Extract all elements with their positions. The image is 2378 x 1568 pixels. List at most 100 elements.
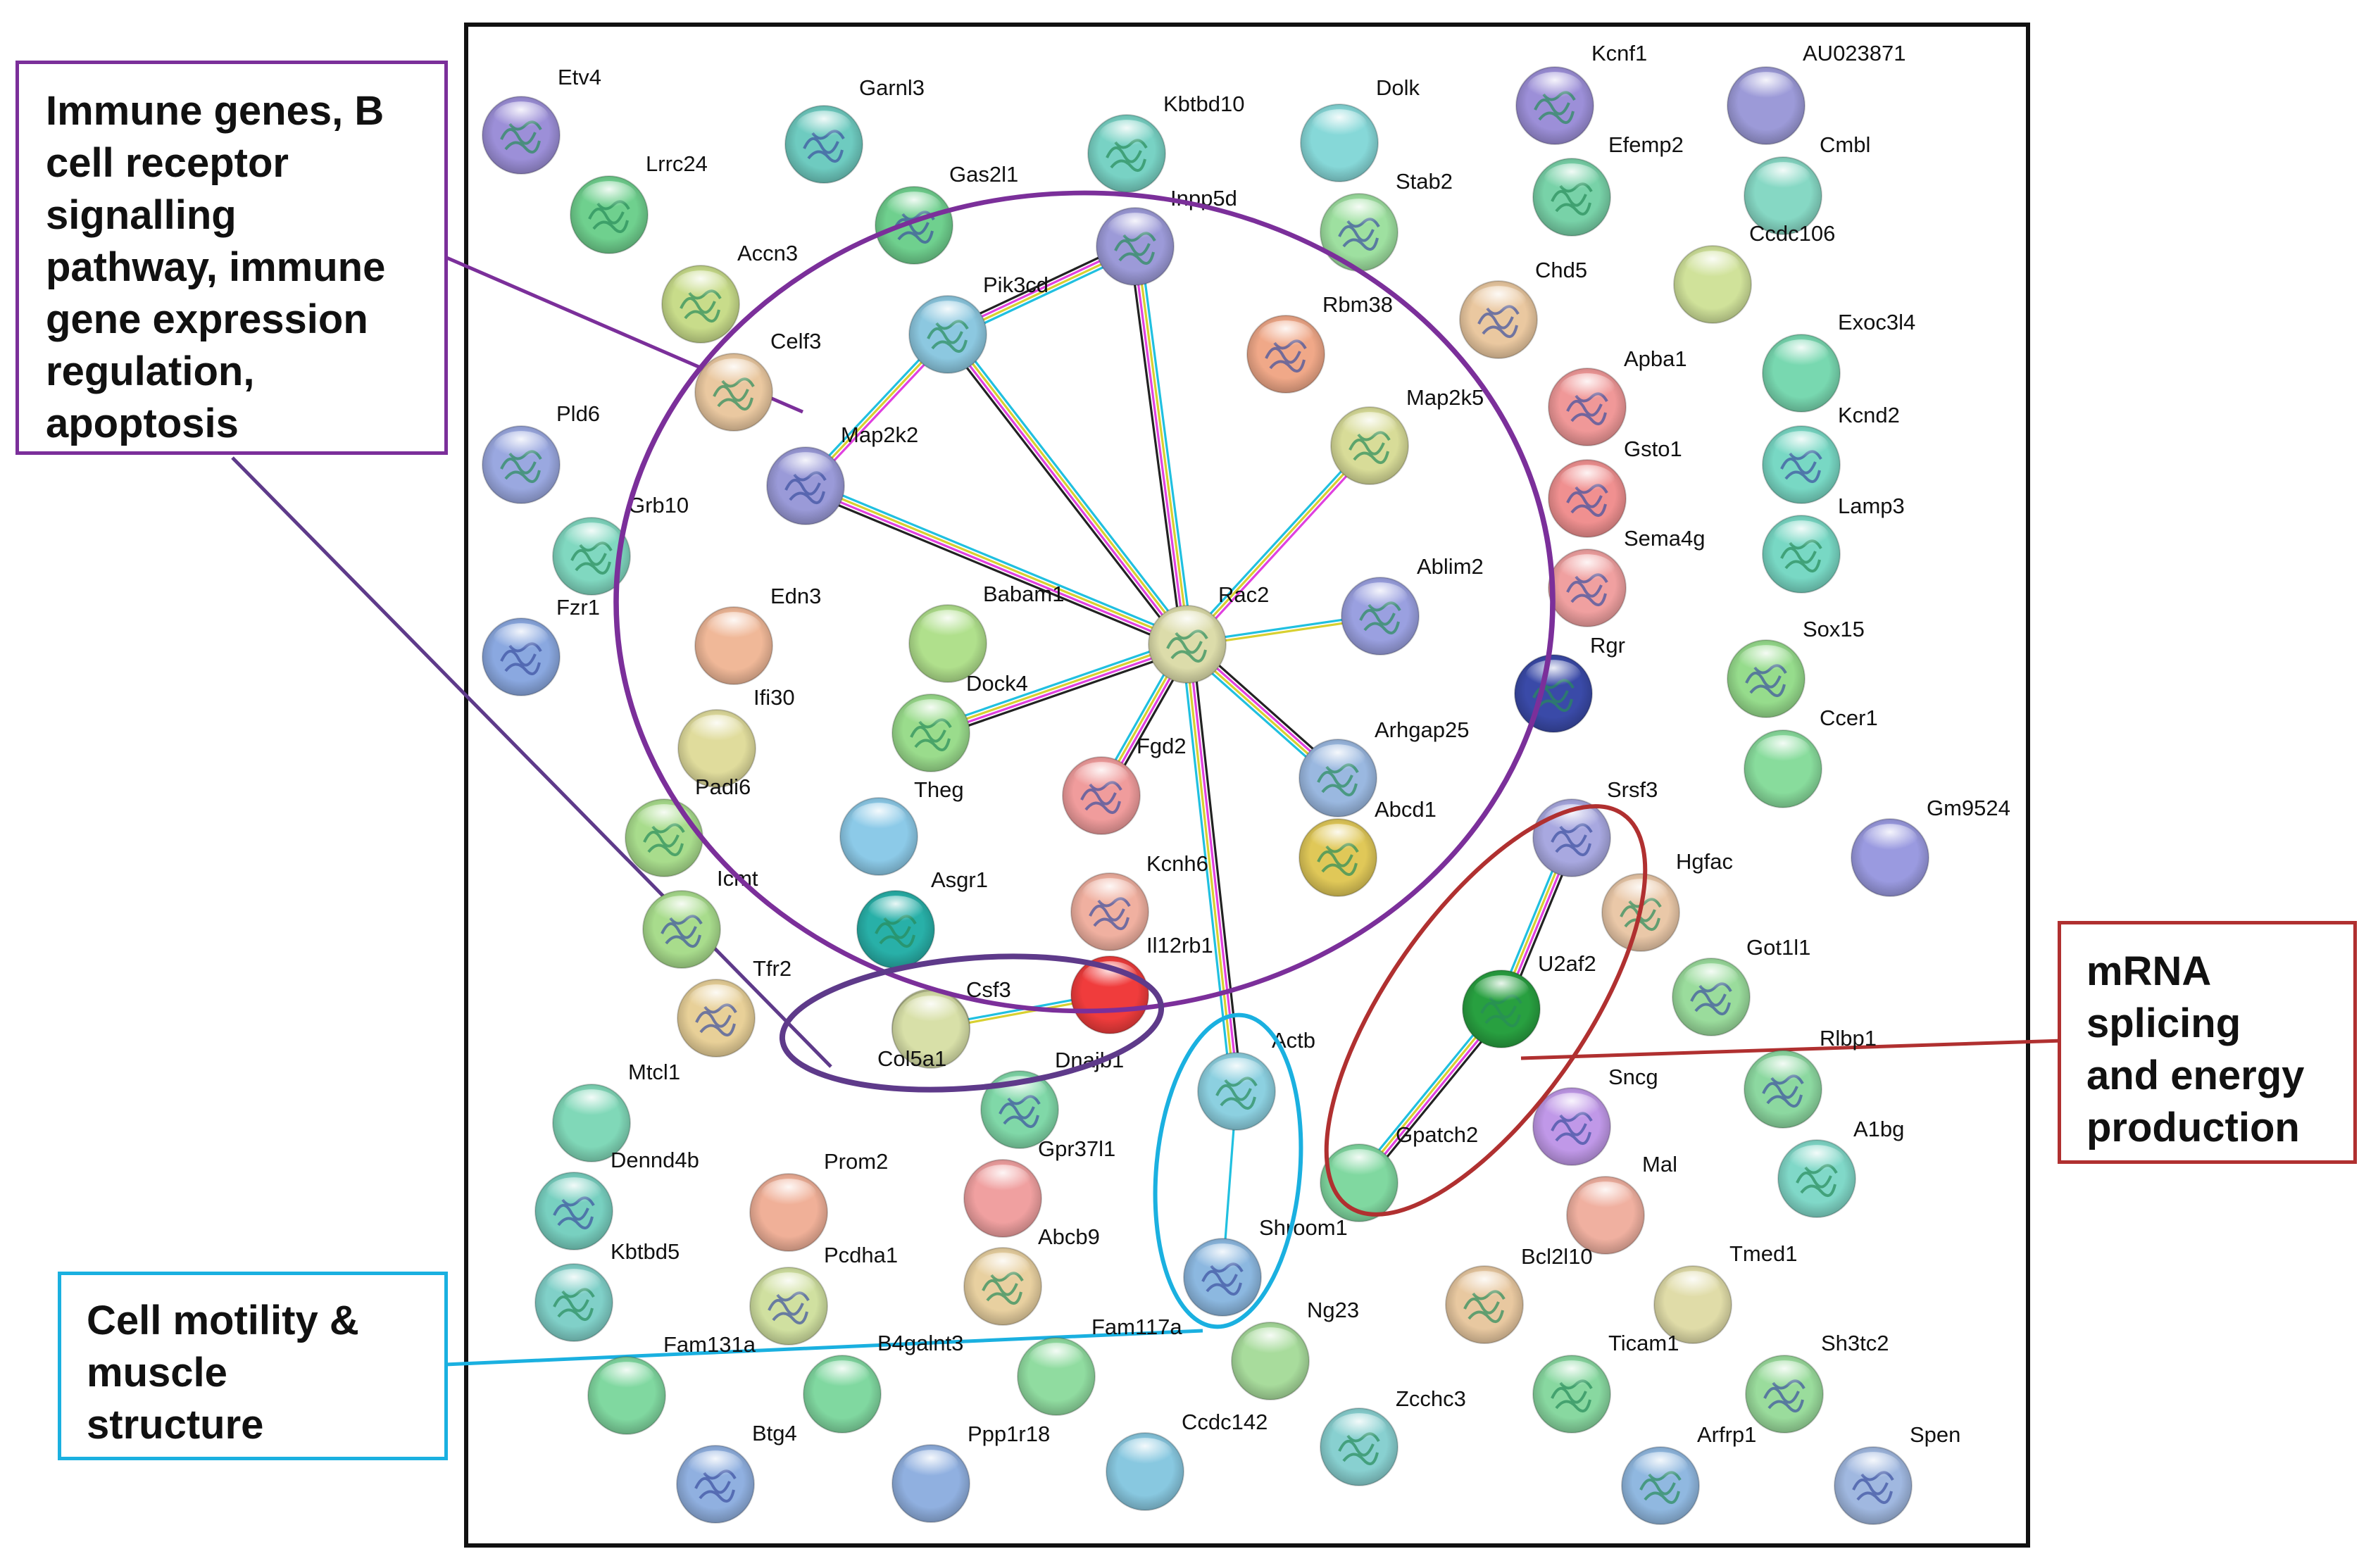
node-u2af2[interactable]: U2af2 [1462, 951, 1596, 1048]
node-sox15[interactable]: Sox15 [1727, 617, 1865, 718]
node-sncg[interactable]: Sncg [1532, 1065, 1658, 1166]
node-actb[interactable]: Actb [1197, 1028, 1315, 1131]
node-chd5[interactable]: Chd5 [1459, 258, 1587, 359]
node-highlight [1613, 879, 1669, 912]
node-label: Dennd4b [611, 1148, 699, 1172]
node-grb10[interactable]: Grb10 [552, 493, 689, 596]
node-dolk[interactable]: Dolk [1300, 75, 1420, 182]
node-highlight [814, 1360, 870, 1393]
node-gpr37l1[interactable]: Gpr37l1 [963, 1136, 1115, 1238]
node-highlight [761, 1272, 817, 1305]
node-label: Kcnh6 [1146, 851, 1208, 876]
node-map2k2[interactable]: Map2k2 [766, 422, 918, 525]
node-highlight [1544, 1360, 1600, 1393]
node-mtcl1[interactable]: Mtcl1 [552, 1060, 680, 1162]
node-arfrp1[interactable]: Arfrp1 [1621, 1422, 1756, 1525]
node-got1l1[interactable]: Got1l1 [1672, 935, 1810, 1036]
node-a1bg[interactable]: A1bg [1777, 1117, 1904, 1218]
node-fgd2[interactable]: Fgd2 [1062, 734, 1187, 835]
node-au023871[interactable]: AU023871 [1727, 41, 1906, 145]
node-ppp1r18[interactable]: Ppp1r18 [891, 1422, 1050, 1523]
node-label: Sncg [1608, 1065, 1658, 1089]
node-kcnf1[interactable]: Kcnf1 [1515, 41, 1647, 145]
node-pcdha1[interactable]: Pcdha1 [749, 1243, 898, 1346]
node-ccdc106[interactable]: Ccdc106 [1673, 221, 1835, 324]
node-shroom1[interactable]: Shroom1 [1183, 1215, 1348, 1317]
node-theg[interactable]: Theg [839, 777, 964, 876]
node-ifi30[interactable]: Ifi30 [677, 685, 795, 788]
edge-rac2-inpp5d [1128, 245, 1194, 646]
node-label: Garnl3 [859, 75, 925, 100]
node-kbtbd5[interactable]: Kbtbd5 [534, 1239, 680, 1342]
node-etv4[interactable]: Etv4 [482, 65, 601, 175]
node-label: Dolk [1376, 75, 1420, 100]
node-lrrc24[interactable]: Lrrc24 [570, 151, 708, 254]
node-rbm38[interactable]: Rbm38 [1246, 292, 1393, 394]
node-b4galnt3[interactable]: B4galnt3 [803, 1331, 963, 1434]
node-tmed1[interactable]: Tmed1 [1653, 1241, 1797, 1344]
node-dnajb1[interactable]: Dnajb1 [980, 1048, 1124, 1149]
node-zcchc3[interactable]: Zcchc3 [1320, 1386, 1466, 1486]
node-gpatch2[interactable]: Gpatch2 [1320, 1122, 1478, 1222]
node-celf3[interactable]: Celf3 [694, 329, 821, 432]
node-label: Celf3 [770, 329, 821, 353]
edge-rac2-map2k2 [803, 479, 1190, 651]
node-kbtbd10[interactable]: Kbtbd10 [1087, 92, 1245, 193]
node-efemp2[interactable]: Efemp2 [1532, 132, 1684, 237]
node-babam1[interactable]: Babam1 [908, 582, 1064, 683]
node-label: Ifi30 [753, 685, 795, 710]
node-pik3cd[interactable]: Pik3cd [908, 272, 1049, 374]
node-prom2[interactable]: Prom2 [749, 1149, 888, 1252]
edge-line-cyan [1139, 245, 1194, 644]
node-btg4[interactable]: Btg4 [676, 1421, 797, 1524]
node-apba1[interactable]: Apba1 [1548, 346, 1687, 446]
node-arhgap25[interactable]: Arhgap25 [1298, 717, 1469, 817]
node-fam117a[interactable]: Fam117a [1017, 1315, 1182, 1416]
node-label: Srsf3 [1607, 777, 1658, 802]
node-mal[interactable]: Mal [1566, 1152, 1677, 1255]
node-dock4[interactable]: Dock4 [891, 671, 1028, 772]
node-gm9524[interactable]: Gm9524 [1851, 796, 2010, 897]
node-abcb9[interactable]: Abcb9 [963, 1224, 1100, 1326]
node-edn3[interactable]: Edn3 [694, 584, 821, 685]
node-label: Btg4 [752, 1421, 797, 1445]
node-accn3[interactable]: Accn3 [661, 241, 798, 344]
node-gsto1[interactable]: Gsto1 [1548, 437, 1682, 538]
node-highlight [1684, 251, 1741, 284]
node-padi6[interactable]: Padi6 [625, 774, 751, 877]
node-col5a1[interactable]: Col5a1 [877, 990, 970, 1071]
node-bcl2l10[interactable]: Bcl2l10 [1445, 1244, 1593, 1344]
node-ccer1[interactable]: Ccer1 [1744, 705, 1878, 808]
immune-callout-line: gene expression [46, 296, 368, 342]
node-abcd1[interactable]: Abcd1 [1298, 797, 1437, 897]
node-map2k5[interactable]: Map2k5 [1330, 385, 1484, 485]
node-asgr1[interactable]: Asgr1 [856, 867, 988, 969]
node-rlbp1[interactable]: Rlbp1 [1744, 1026, 1877, 1129]
node-spen[interactable]: Spen [1834, 1422, 1960, 1525]
node-fam131a[interactable]: Fam131a [587, 1332, 756, 1435]
node-highlight [1310, 744, 1366, 777]
node-cmbl[interactable]: Cmbl [1744, 132, 1870, 235]
node-denn4b[interactable]: Dennd4b [534, 1148, 699, 1250]
node-kcnh6[interactable]: Kcnh6 [1070, 851, 1208, 951]
node-kcnd2[interactable]: Kcnd2 [1762, 403, 1900, 504]
node-ticam1[interactable]: Ticam1 [1532, 1331, 1679, 1434]
node-highlight [1470, 286, 1527, 319]
node-tfr2[interactable]: Tfr2 [677, 956, 791, 1058]
node-lamp3[interactable]: Lamp3 [1762, 494, 1905, 594]
node-ng23[interactable]: Ng23 [1231, 1298, 1359, 1400]
node-ccdc142[interactable]: Ccdc142 [1106, 1410, 1268, 1511]
node-highlight [546, 1269, 602, 1302]
node-rac2[interactable]: Rac2 [1148, 582, 1269, 684]
node-garnl3[interactable]: Garnl3 [784, 75, 925, 184]
node-pld6[interactable]: Pld6 [482, 401, 600, 504]
node-highlight [1473, 975, 1529, 1008]
node-exoc3l4[interactable]: Exoc3l4 [1762, 310, 1915, 413]
mrna-connector [1520, 1039, 2063, 1060]
node-sh3tc2[interactable]: Sh3tc2 [1745, 1331, 1889, 1434]
node-gas2l1[interactable]: Gas2l1 [875, 162, 1018, 265]
node-sema4g[interactable]: Sema4g [1548, 526, 1705, 627]
node-fzr1[interactable]: Fzr1 [482, 595, 600, 696]
node-ablim2[interactable]: Ablim2 [1341, 554, 1484, 656]
node-stab2[interactable]: Stab2 [1320, 169, 1453, 272]
